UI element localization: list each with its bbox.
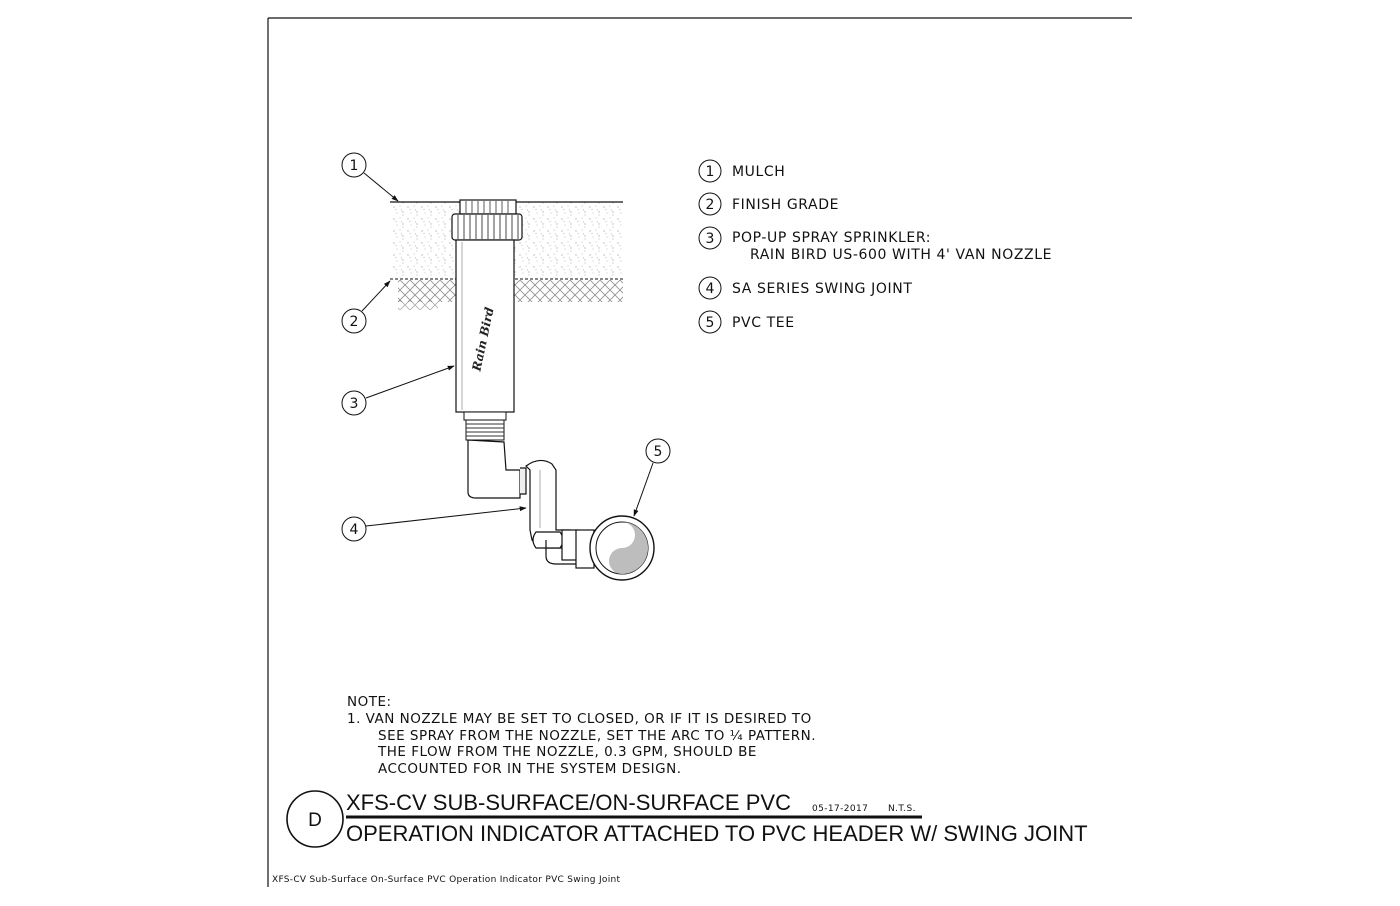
legend-item-3: 3 POP-UP SPRAY SPRINKLER: RAIN BIRD US-6… [698, 226, 1052, 263]
sa-series-swing-joint [467, 439, 581, 565]
pvc-tee [575, 515, 655, 581]
title-scale: N.T.S. [888, 804, 916, 814]
callout-4: 4 [341, 506, 527, 542]
svg-text:3: 3 [706, 231, 715, 247]
legend-item-5: 5 PVC TEE [698, 310, 795, 334]
callout-3: 3 [341, 365, 455, 416]
svg-text:5: 5 [654, 444, 663, 460]
svg-text:2: 2 [350, 314, 359, 330]
callout-2: 2 [341, 280, 391, 334]
title-block: D XFS-CV SUB-SURFACE/ON-SURFACE PVC 05-1… [286, 790, 1088, 848]
callout-1: 1 [341, 152, 399, 202]
svg-text:1. VAN NOZZLE MAY BE SET TO CL: 1. VAN NOZZLE MAY BE SET TO CLOSED, OR I… [347, 711, 812, 727]
svg-text:FINISH GRADE: FINISH GRADE [732, 197, 839, 213]
footer-caption: XFS-CV Sub-Surface On-Surface PVC Operat… [272, 875, 621, 885]
svg-text:POP-UP SPRAY SPRINKLER:: POP-UP SPRAY SPRINKLER: [732, 230, 931, 246]
svg-text:4: 4 [350, 522, 359, 538]
title-date: 05-17-2017 [812, 804, 868, 814]
svg-text:THE FLOW FROM THE NOZZLE, 0.3: THE FLOW FROM THE NOZZLE, 0.3 GPM, SHOUL… [377, 744, 757, 760]
svg-text:PVC TEE: PVC TEE [732, 315, 795, 331]
svg-text:ACCOUNTED FOR IN THE SYSTEM DE: ACCOUNTED FOR IN THE SYSTEM DESIGN. [378, 761, 682, 777]
title-line-1: XFS-CV SUB-SURFACE/ON-SURFACE PVC [346, 790, 791, 815]
sheet-border [267, 17, 1132, 887]
detail-letter: D [308, 810, 322, 831]
svg-text:SA SERIES SWING JOINT: SA SERIES SWING JOINT [732, 281, 912, 297]
svg-text:SEE SPRAY FROM THE NOZZLE, SET: SEE SPRAY FROM THE NOZZLE, SET THE ARC T… [378, 728, 816, 744]
legend-item-1: 1 MULCH [698, 159, 785, 183]
svg-text:RAIN BIRD US-600 WITH 4' VAN N: RAIN BIRD US-600 WITH 4' VAN NOZZLE [750, 247, 1052, 263]
svg-text:MULCH: MULCH [732, 164, 785, 180]
pop-up-spray-sprinkler: Rain Bird [451, 199, 523, 441]
svg-text:1: 1 [350, 158, 359, 174]
note-heading: NOTE: [347, 694, 392, 710]
svg-text:4: 4 [706, 281, 715, 297]
legend-item-4: 4 SA SERIES SWING JOINT [698, 276, 912, 300]
svg-text:5: 5 [706, 315, 715, 331]
note-block: NOTE: 1. VAN NOZZLE MAY BE SET TO CLOSED… [347, 694, 816, 777]
legend: 1 MULCH 2 FINISH GRADE 3 POP-UP SPRAY SP… [698, 159, 1052, 334]
legend-item-2: 2 FINISH GRADE [698, 192, 839, 216]
title-line-2: OPERATION INDICATOR ATTACHED TO PVC HEAD… [346, 821, 1088, 846]
svg-text:2: 2 [706, 197, 715, 213]
svg-text:3: 3 [350, 396, 359, 412]
callout-5: 5 [633, 438, 671, 517]
svg-text:1: 1 [706, 164, 715, 180]
